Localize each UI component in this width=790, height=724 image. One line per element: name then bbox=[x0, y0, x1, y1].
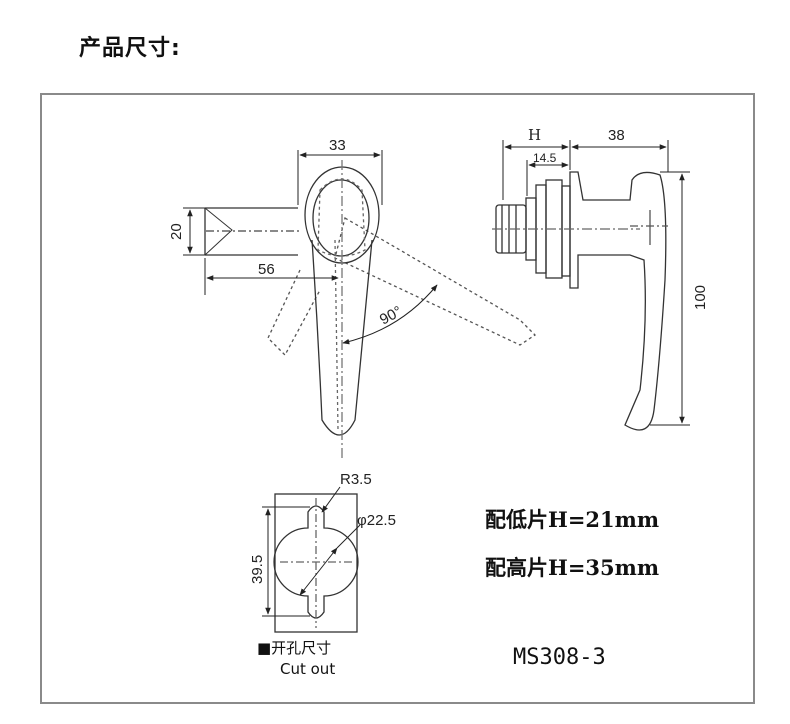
dim-90-degree: 90° bbox=[377, 303, 405, 329]
dim-33: 33 bbox=[329, 137, 346, 154]
cutout-view bbox=[273, 493, 359, 633]
dim-38: 38 bbox=[608, 127, 625, 144]
low-plate-note: 配低片H=21mm bbox=[485, 507, 660, 532]
front-dimensions bbox=[183, 150, 438, 345]
dim-phi-22-5: φ22.5 bbox=[357, 512, 396, 529]
dim-39-5: 39.5 bbox=[249, 555, 266, 584]
dim-20: 20 bbox=[168, 223, 185, 240]
dim-56: 56 bbox=[258, 261, 275, 278]
high-plate-note: 配高片H=35mm bbox=[485, 555, 660, 580]
front-view bbox=[204, 160, 537, 460]
dim-r3-5: R3.5 bbox=[340, 471, 372, 488]
cutout-caption-en: Cut out bbox=[280, 660, 336, 678]
side-view bbox=[492, 171, 668, 431]
page-title: 产品尺寸: bbox=[79, 36, 181, 61]
cutout-caption-zh: ■开孔尺寸 bbox=[257, 639, 332, 657]
dim-14-5: 14.5 bbox=[533, 151, 557, 165]
dim-h: H bbox=[528, 126, 541, 144]
side-dimensions bbox=[502, 140, 690, 426]
model-number: MS308-3 bbox=[513, 645, 606, 670]
cutout-dimensions bbox=[262, 486, 361, 617]
dim-100: 100 bbox=[692, 285, 709, 310]
